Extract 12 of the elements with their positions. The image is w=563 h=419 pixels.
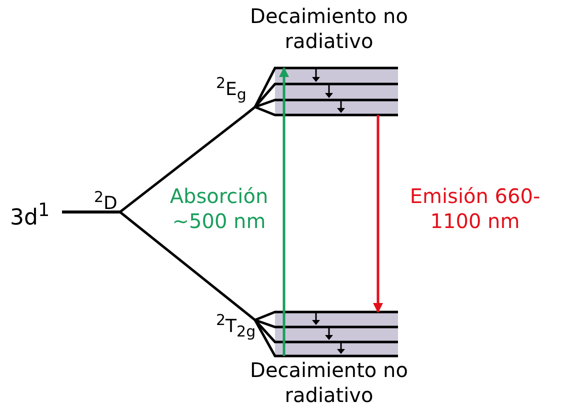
connector-line	[119, 114, 246, 213]
term-label: $^{2}$D	[94, 190, 118, 213]
edge-label: Absorción ~500 nm	[168, 184, 270, 234]
band-caption: Decaimiento no radiativo	[249, 358, 409, 408]
arrow	[279, 67, 289, 356]
level-label: 3d$^{1}$	[10, 202, 50, 230]
edge-label: Emisión 660-1100 nm	[408, 184, 542, 234]
term-label: $^{2}$E$_{g}$	[216, 76, 246, 103]
term-label: $^{2}$T$_{2g}$	[216, 313, 256, 340]
connector-line	[119, 211, 246, 313]
arrow	[373, 115, 383, 313]
band-caption: Decaimiento no radiativo	[249, 4, 409, 54]
